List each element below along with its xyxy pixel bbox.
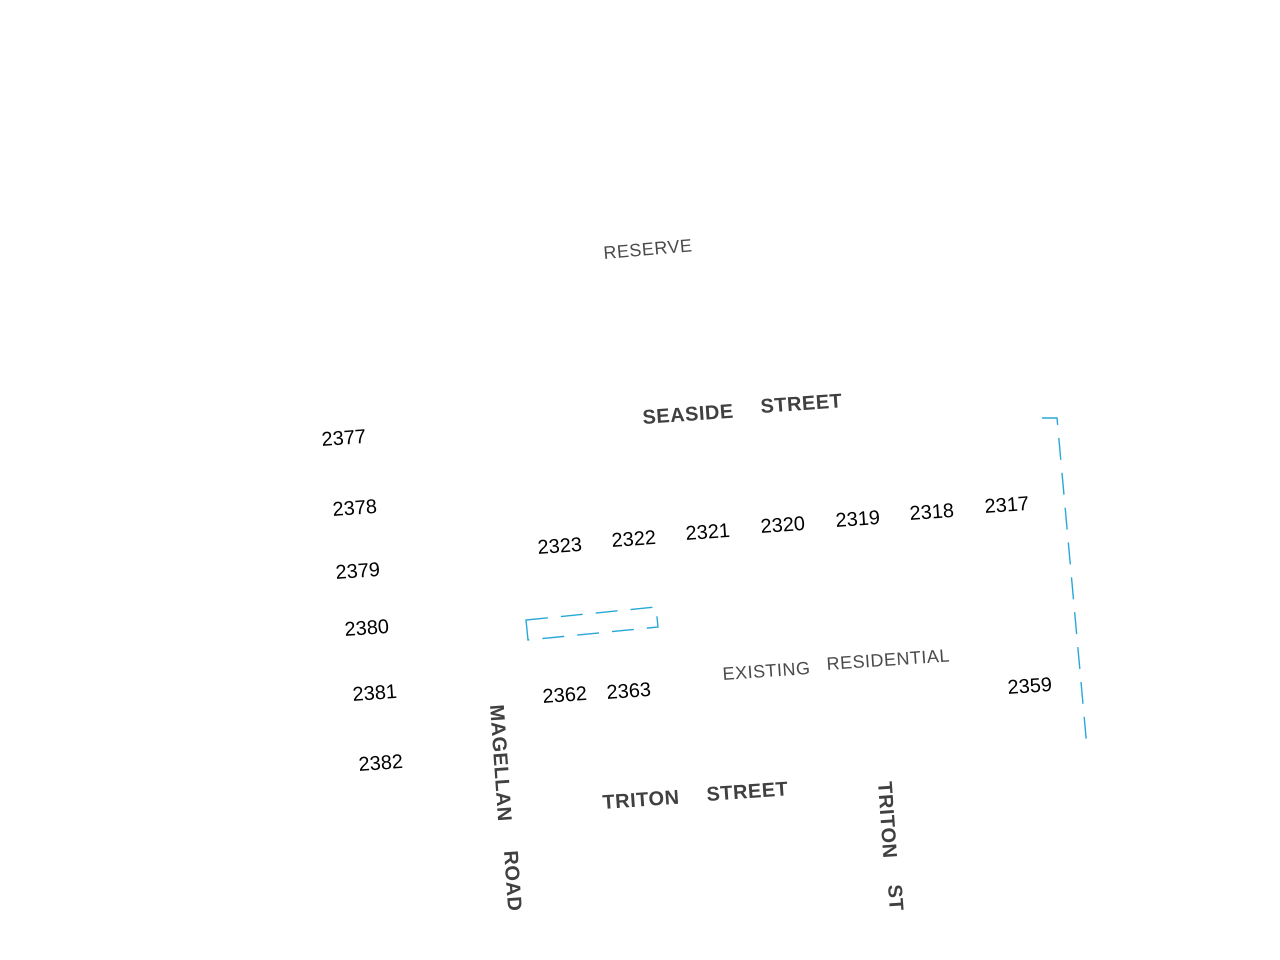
lot-2322: 2322 — [611, 527, 657, 552]
boundary-lines — [525, 417, 1088, 749]
existing-residential-label-2: RESIDENTIAL — [826, 645, 951, 674]
lot-2321: 2321 — [685, 520, 731, 545]
lot-2378: 2378 — [332, 496, 378, 521]
lot-2320: 2320 — [760, 513, 806, 538]
lot-2319: 2319 — [835, 507, 881, 532]
seaside-street-label-2: STREET — [760, 390, 843, 418]
magellan-road-label-2: ROAD — [499, 850, 525, 912]
lot-2359: 2359 — [1007, 674, 1053, 699]
existing-residential-label-1: EXISTING — [722, 658, 811, 684]
lots-seaside-row: 2323 2322 2321 2320 2319 2318 2317 — [537, 493, 1030, 559]
lot-2381: 2381 — [352, 681, 398, 706]
magellan-road-label-1: MAGELLAN — [485, 704, 515, 823]
triton-street-label-1: TRITON — [602, 787, 680, 814]
lot-2317: 2317 — [984, 493, 1030, 518]
triton-street-label-2: STREET — [706, 778, 789, 806]
reserve-label: RESERVE — [603, 235, 694, 263]
seaside-street-label-1: SEASIDE — [642, 401, 735, 429]
triton-st-label-1: TRITON — [873, 781, 900, 859]
area-labels: RESERVE EXISTING RESIDENTIAL — [603, 235, 951, 684]
east-boundary-line — [1042, 417, 1088, 749]
lots-west-column: 2377 2378 2379 2380 2381 2382 — [321, 426, 404, 776]
lot-2362: 2362 — [542, 683, 588, 708]
street-labels: SEASIDE STREET TRITON STREET TRITON ST M… — [485, 390, 907, 912]
lot-2379: 2379 — [335, 559, 381, 584]
lot-2382: 2382 — [358, 751, 404, 776]
lot-2318: 2318 — [909, 500, 955, 525]
parcel-boundary-rectangle — [525, 606, 659, 641]
triton-st-label-2: ST — [883, 884, 907, 912]
lot-2380: 2380 — [344, 616, 390, 641]
lot-2323: 2323 — [537, 534, 583, 559]
lots-triton-row: 2362 2363 — [542, 679, 652, 708]
lot-2363: 2363 — [606, 679, 652, 704]
lot-2377: 2377 — [321, 426, 367, 451]
